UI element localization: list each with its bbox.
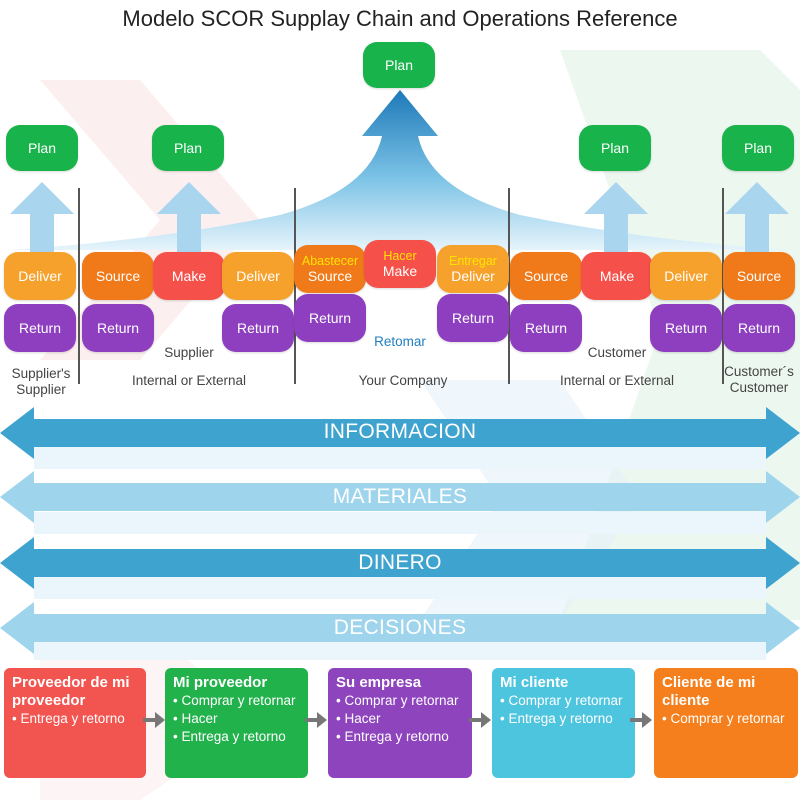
separator-line	[508, 188, 510, 384]
return-box: Return	[294, 294, 366, 342]
plan-box-supplier: Plan	[152, 125, 224, 171]
card-item: Comprar y retornar	[500, 692, 627, 710]
flow-arrow-icon	[630, 712, 652, 728]
return-box: Return	[4, 304, 76, 352]
card-item: Comprar y retornar	[173, 692, 300, 710]
card-cliente-de-mi-cliente: Cliente de mi cliente Comprar y retornar	[654, 668, 798, 778]
card-mi-cliente: Mi cliente Comprar y retornar Entrega y …	[492, 668, 635, 778]
dinero-label: DINERO	[358, 551, 442, 574]
up-arrow-icon	[10, 182, 74, 252]
informacion-label: INFORMACION	[323, 420, 477, 443]
deliver-box: Entregar Deliver	[437, 245, 509, 293]
flow-arrow-icon	[305, 712, 327, 728]
deliver-box: Deliver	[222, 252, 294, 300]
customer-label: Customer	[587, 345, 647, 360]
supplier-label: Supplier	[164, 345, 214, 360]
decisiones-label: DECISIONES	[333, 616, 467, 639]
card-items: Comprar y retornar Hacer Entrega y retor…	[336, 692, 464, 746]
separator-line	[294, 188, 296, 384]
deliver-box: Deliver	[4, 252, 76, 300]
return-box: Return	[650, 304, 722, 352]
card-su-empresa: Su empresa Comprar y retornar Hacer Entr…	[328, 668, 472, 778]
plan-box-supplier-supplier: Plan	[6, 125, 78, 171]
materiales-band-shadow	[34, 512, 766, 534]
card-item: Entrega y retorno	[12, 710, 138, 728]
hacer-label: Hacer	[383, 249, 417, 263]
card-item: Hacer	[173, 710, 300, 728]
card-item: Hacer	[336, 710, 464, 728]
return-box: Return	[437, 294, 509, 342]
decisiones-band	[0, 602, 800, 654]
dinero-band	[0, 537, 800, 589]
card-items: Comprar y retornar Hacer Entrega y retor…	[173, 692, 300, 746]
up-arrow-icon	[157, 182, 221, 252]
separator-line	[78, 188, 80, 384]
make-box: Make	[153, 252, 225, 300]
abastecer-label: Abastecer	[301, 254, 359, 268]
materiales-band	[0, 471, 800, 523]
card-items: Entrega y retorno	[12, 710, 138, 728]
source-box: Source	[723, 252, 795, 300]
up-arrow-icon	[725, 182, 789, 252]
entregar-label: Entregar	[449, 254, 497, 268]
company-plan-arrow	[10, 90, 790, 250]
source-box: Abastecer Source	[294, 245, 366, 293]
informacion-band-shadow	[34, 447, 766, 469]
card-item: Comprar y retornar	[336, 692, 464, 710]
decisiones-band-shadow	[34, 642, 766, 660]
separator-line	[722, 188, 724, 384]
card-item: Entrega y retorno	[500, 710, 627, 728]
make-box: Make	[581, 252, 653, 300]
customer-scope-label: Internal or External	[559, 373, 675, 388]
your-company-label: Your Company	[358, 373, 448, 388]
plan-box-customer-customer: Plan	[722, 125, 794, 171]
plan-box-company: Plan	[363, 42, 435, 88]
flow-arrow-icon	[143, 712, 165, 728]
card-mi-proveedor: Mi proveedor Comprar y retornar Hacer En…	[165, 668, 308, 778]
page-title: Modelo SCOR Supplay Chain and Operations…	[122, 6, 678, 31]
card-item: Entrega y retorno	[336, 728, 464, 746]
card-proveedor-de-mi-proveedor: Proveedor de mi proveedor Entrega y reto…	[4, 668, 146, 778]
supplier-supplier-label: Supplier's Supplier	[11, 366, 71, 397]
card-items: Comprar y retornar Entrega y retorno	[500, 692, 627, 728]
source-box: Source	[82, 252, 154, 300]
informacion-band	[0, 407, 800, 459]
card-item: Entrega y retorno	[173, 728, 300, 746]
customer-customer-label: Customer´s Customer	[724, 364, 794, 395]
return-box: Return	[222, 304, 294, 352]
card-items: Comprar y retornar	[662, 710, 790, 728]
materiales-label: MATERIALES	[332, 485, 468, 508]
up-arrow-icon	[584, 182, 648, 252]
return-box: Return	[82, 304, 154, 352]
flow-arrow-icon	[469, 712, 491, 728]
deliver-box: Deliver	[650, 252, 722, 300]
source-box: Source	[510, 252, 582, 300]
card-title: Mi cliente	[500, 674, 569, 691]
dinero-band-shadow	[34, 577, 766, 599]
return-box: Return	[510, 304, 582, 352]
plan-box-customer: Plan	[579, 125, 651, 171]
return-box: Return	[723, 304, 795, 352]
card-title: Su empresa	[336, 674, 422, 691]
supplier-scope-label: Internal or External	[131, 373, 247, 388]
card-item: Comprar y retornar	[662, 710, 790, 728]
retomar-label: Retomar	[374, 334, 426, 349]
card-title: Mi proveedor	[173, 674, 268, 691]
make-box: Hacer Make	[364, 240, 436, 288]
card-title: Proveedor de mi proveedor	[12, 674, 130, 709]
card-title: Cliente de mi cliente	[662, 674, 756, 709]
